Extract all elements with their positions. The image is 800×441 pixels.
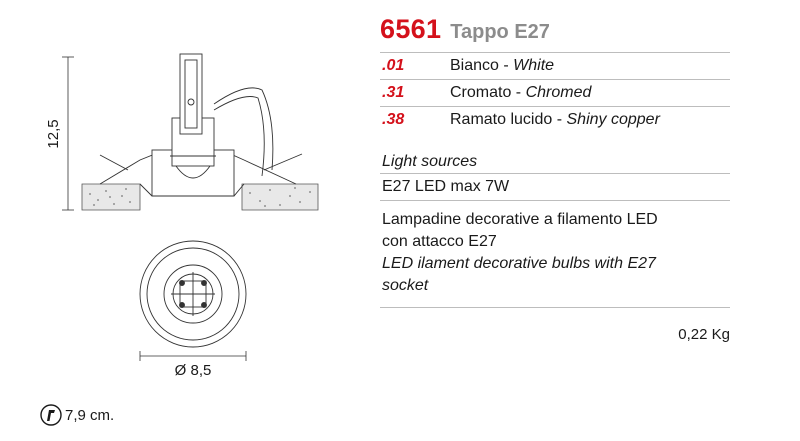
variant-row: .31 Cromato - Chromed (380, 79, 730, 106)
variant-label: Cromato - Chromed (450, 84, 592, 101)
product-name: Tappo E27 (450, 21, 550, 43)
description-en-line: LED ilament decorative bulbs with E27 (382, 255, 656, 272)
weight: 0,22 Kg (678, 326, 730, 343)
light-source-value: E27 LED max 7W (380, 173, 730, 201)
description: Lampadine decorative a filamento LED con… (380, 209, 730, 308)
fixture-front-view (139, 240, 247, 348)
description-en-line: socket (382, 277, 429, 294)
height-dimension: 12,5 (45, 119, 62, 148)
variant-code: .38 (382, 111, 405, 128)
light-sources-title: Light sources (382, 153, 478, 170)
variant-row: .01 Bianco - White (380, 52, 730, 79)
variant-label: Ramato lucido - Shiny copper (450, 111, 660, 128)
hole-size: 7,9 cm. (40, 404, 114, 426)
variant-label: Bianco - White (450, 57, 555, 74)
product-title: 6561 Tappo E27 (380, 14, 730, 52)
variant-code: .31 (382, 84, 405, 101)
description-it-line: con attacco E27 (382, 233, 497, 250)
spec-panel: 6561 Tappo E27 .01 Bianco - White .31 Cr… (380, 14, 730, 343)
diameter-dimension: Ø 8,5 (175, 362, 212, 379)
fixture-side-view (99, 53, 303, 197)
product-code: 6561 (380, 14, 442, 44)
ceiling-hole-icon (40, 404, 62, 426)
technical-drawing: 12,5 (45, 53, 319, 379)
description-it-line: Lampadine decorative a filamento LED (382, 211, 658, 228)
variant-row: .38 Ramato lucido - Shiny copper (380, 106, 730, 133)
hole-size-value: 7,9 cm. (65, 406, 115, 424)
ceiling-section (81, 183, 319, 211)
variant-code: .01 (382, 57, 405, 74)
